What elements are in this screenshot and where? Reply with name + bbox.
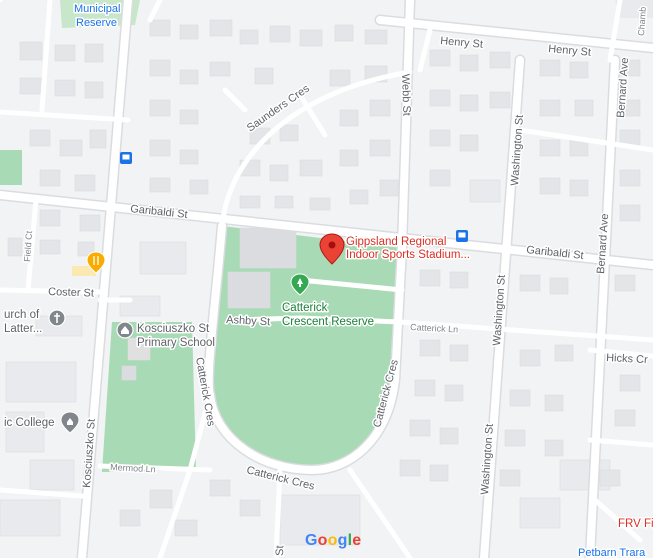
park-pin-icon[interactable] xyxy=(290,273,310,296)
street-label-coster: Coster St xyxy=(48,286,94,300)
church-icon[interactable] xyxy=(48,309,66,327)
street-label-chamb: Chamb xyxy=(636,6,648,36)
place-label-church-1[interactable]: urch of xyxy=(3,308,42,323)
school-icon[interactable] xyxy=(60,411,80,434)
municipal-reserve-area xyxy=(60,0,140,28)
restaurant-area xyxy=(72,266,96,276)
street-label-bernard-n: Bernard Ave xyxy=(615,57,631,118)
street-label-henry-1: Henry St xyxy=(440,35,484,51)
place-label-stadium-2[interactable]: Indoor Sports Stadium... xyxy=(345,248,472,263)
block-area xyxy=(615,0,653,18)
bus-stop-icon[interactable] xyxy=(120,152,132,164)
place-label-frv[interactable]: FRV Fi xyxy=(617,517,653,532)
place-label-church-2[interactable]: Latter... xyxy=(3,322,44,337)
restaurant-pin-icon[interactable] xyxy=(86,251,106,274)
place-label-municipal-1[interactable]: Municipal xyxy=(73,2,122,17)
place-label-reserve-2[interactable]: Crescent Reserve xyxy=(281,315,376,330)
place-label-municipal-2[interactable]: Reserve xyxy=(75,16,119,31)
street-label-webb: Webb St xyxy=(399,74,412,116)
bus-stop-icon[interactable] xyxy=(456,230,468,242)
park-area xyxy=(0,150,22,185)
place-label-college[interactable]: ic College xyxy=(3,416,57,431)
street-label-mermod: Mermod Ln xyxy=(110,462,156,474)
street-label-bernard-s: Bernard Ave xyxy=(595,213,611,274)
street-label-henry-2: Henry St xyxy=(548,43,592,59)
buildings xyxy=(0,179,611,546)
place-label-petbarn[interactable]: Petbarn Trara xyxy=(577,546,648,558)
school-grounds xyxy=(102,322,196,472)
place-label-school-2[interactable]: Primary School xyxy=(136,336,217,351)
poi-layer: Municipal Reserve Gippsland Regional Ind… xyxy=(3,2,653,558)
street-label-field: Field Ct xyxy=(22,230,34,262)
street-label-ashby: Ashby St xyxy=(226,314,271,328)
street-label-hicks: Hicks Cr xyxy=(606,352,648,366)
place-label-reserve-1[interactable]: Catterick xyxy=(281,301,330,316)
street-label-bottom-st: St xyxy=(274,545,286,556)
street-label-catterick-ln: Catterick Ln xyxy=(410,322,458,335)
place-label-school-1[interactable]: Kosciuszko St xyxy=(136,322,212,337)
location-pin-icon[interactable] xyxy=(319,233,345,265)
google-logo: Google xyxy=(305,532,362,549)
place-label-stadium-1[interactable]: Gippsland Regional xyxy=(345,235,448,250)
school-icon[interactable] xyxy=(116,321,134,339)
